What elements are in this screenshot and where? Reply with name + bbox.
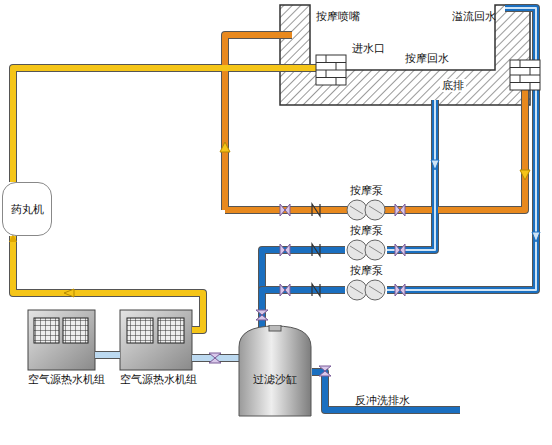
part-label: 按摩喷嘴: [316, 10, 360, 23]
brick-inlet: [316, 55, 346, 85]
node-label: 过滤沙缸: [253, 373, 297, 386]
pipe-connector: [13, 236, 203, 330]
dosing-machine: 药丸机: [2, 182, 52, 236]
part-label: 溢流回水: [452, 10, 496, 23]
node-shape: [345, 238, 387, 262]
node-label: 按摩泵: [350, 224, 383, 237]
node-shape: [345, 278, 387, 302]
brick-return: [510, 60, 540, 90]
pipe-connector: [95, 355, 120, 356]
part-label: 按摩回水: [405, 52, 449, 65]
sand-filter: 过滤沙缸: [238, 325, 312, 417]
pipe-connector: [262, 290, 345, 331]
part-label: 反冲洗排水: [355, 394, 410, 407]
node-label: 按摩泵: [350, 184, 383, 197]
node-label: 空气源热水机组: [120, 373, 197, 386]
node-label: 按摩泵: [350, 264, 383, 277]
node-shape: [345, 198, 387, 222]
massage-pump: 按摩泵: [345, 198, 387, 222]
heat-pump-unit: 空气源热水机组: [120, 310, 192, 370]
massage-pump: 按摩泵: [345, 278, 387, 302]
node-shape: [238, 325, 312, 417]
node-label: 药丸机: [11, 203, 44, 216]
massage-pump: 按摩泵: [345, 238, 387, 262]
pool-wall: [280, 5, 530, 105]
pipe-connector: [262, 250, 345, 331]
heat-pump-unit: 空气源热水机组: [28, 310, 95, 370]
node-label: 空气源热水机组: [28, 373, 105, 386]
part-label: 底排: [440, 79, 466, 92]
part-label: 进水口: [352, 42, 385, 55]
heater-unit: [28, 310, 192, 370]
